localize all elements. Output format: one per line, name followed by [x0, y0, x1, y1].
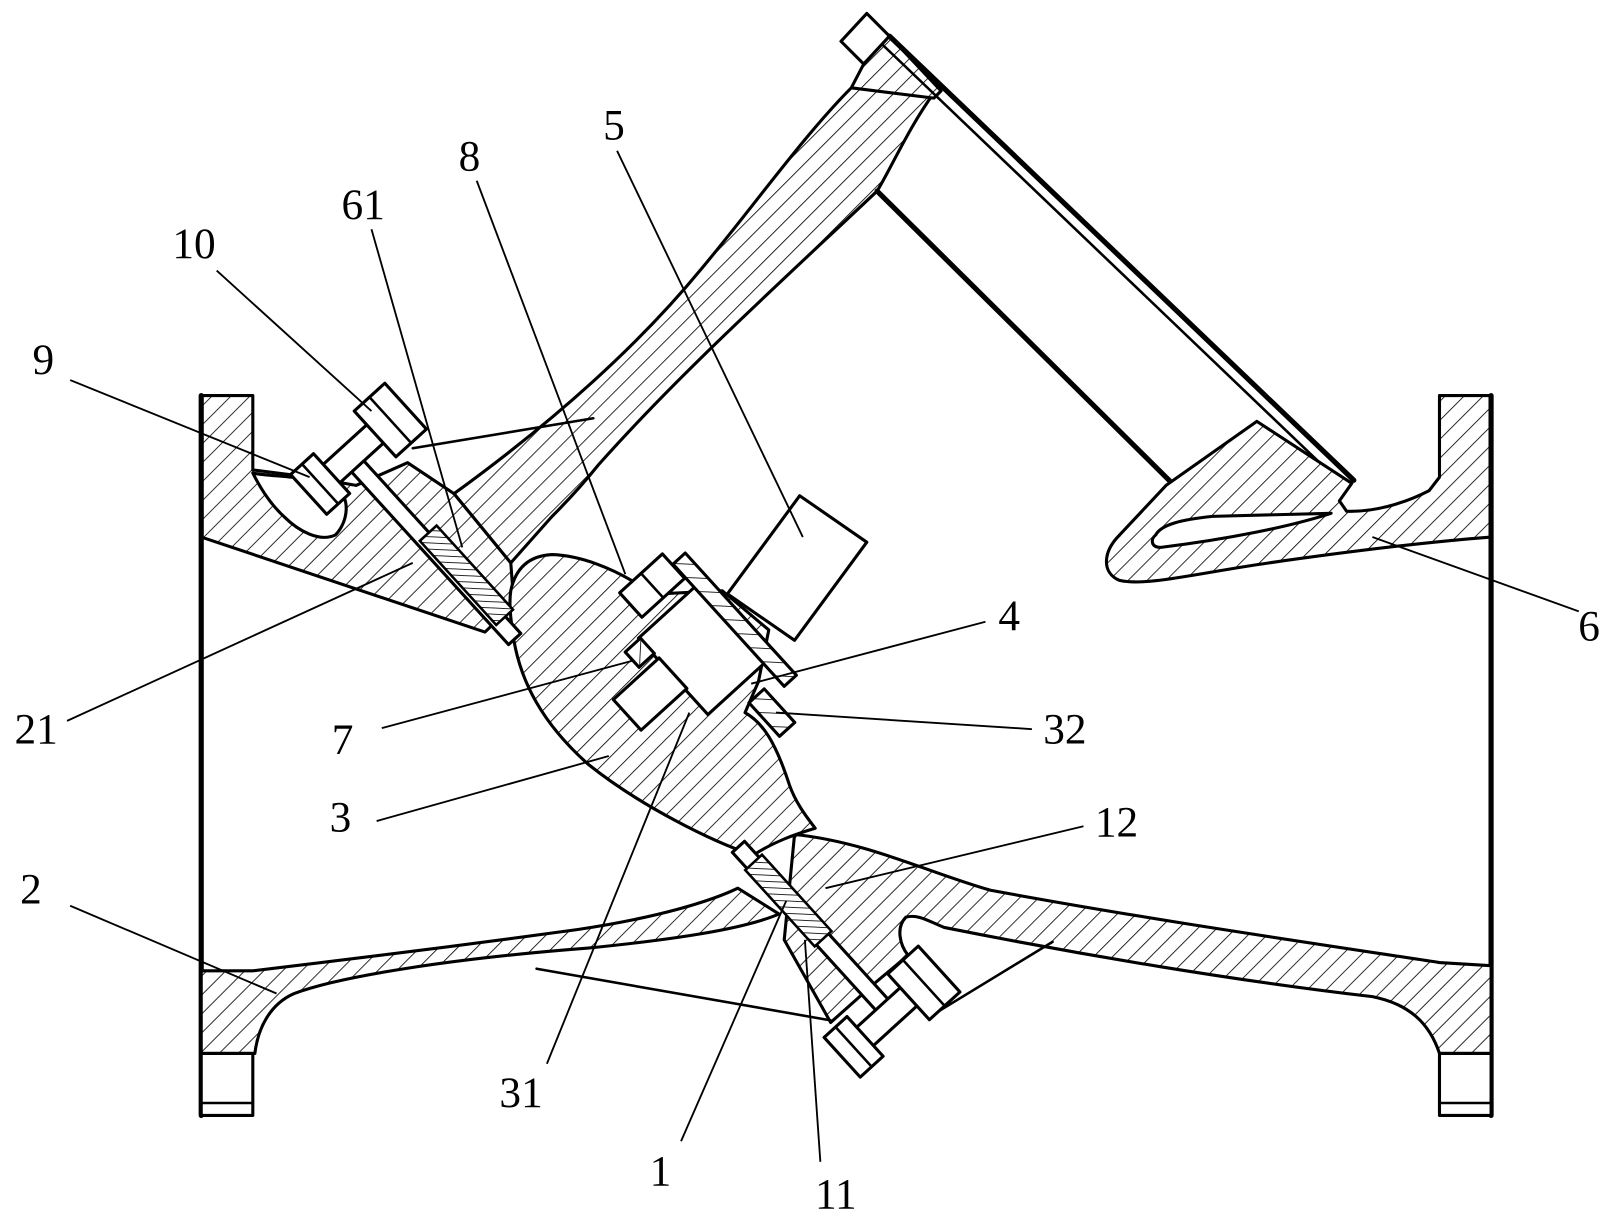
upper-bolt-nut-edge — [300, 462, 340, 506]
label-6: 6 — [1578, 602, 1600, 650]
bonnet-flange-face-outer — [886, 33, 1357, 483]
upper-bolt-assembly — [289, 381, 428, 516]
upper-bolt-head-edge — [368, 395, 413, 445]
label-4: 4 — [998, 592, 1020, 640]
leader-line-8 — [475, 180, 627, 575]
leader-line-12 — [825, 825, 1084, 890]
label-3: 3 — [330, 793, 352, 841]
lower-rib-outline-left — [535, 967, 832, 1022]
lower-rib-outline-right — [932, 940, 1054, 1016]
body-left-upper-wall — [199, 394, 516, 634]
label-7: 7 — [332, 716, 354, 764]
bonnet-left-wall — [452, 86, 936, 565]
label-12: 12 — [1095, 799, 1138, 847]
bottom-disc-bolt-head — [611, 656, 689, 732]
leader-line-3 — [376, 755, 610, 822]
lower-bolt-assembly — [822, 944, 962, 1079]
leader-line-7 — [381, 660, 632, 730]
label-31: 31 — [499, 1069, 542, 1117]
leader-line-1 — [680, 900, 788, 1142]
leader-line-5 — [616, 150, 804, 538]
body-right-lower-wall — [782, 832, 1493, 1055]
bonnet-inner-bore — [874, 188, 1177, 488]
label-1: 1 — [650, 1148, 672, 1196]
lower-seal-gasket — [743, 852, 834, 949]
label-32: 32 — [1043, 706, 1086, 754]
label-5: 5 — [603, 101, 625, 149]
leader-line-9 — [69, 379, 310, 479]
leader-line-32 — [775, 711, 1032, 731]
label-8: 8 — [459, 132, 481, 180]
clamp-plate — [671, 551, 798, 688]
disc-nut — [623, 636, 656, 669]
left-flange-stud — [199, 1051, 255, 1117]
rib-outline — [411, 416, 595, 450]
right-upper-pocket — [1150, 511, 1333, 549]
swing-arm — [725, 494, 869, 642]
lower-bolt-head-edge — [901, 958, 946, 1008]
leader-line-21 — [66, 562, 414, 722]
label-61: 61 — [342, 181, 385, 229]
top-disc-bolt — [618, 552, 687, 619]
right-flange-stud — [1437, 1051, 1493, 1117]
label-10: 10 — [172, 220, 215, 268]
leader-line-6 — [1372, 536, 1580, 613]
bonnet-flange-face-inner — [882, 44, 1347, 489]
label-21: 21 — [14, 706, 57, 754]
leader-line-31 — [546, 712, 691, 1065]
label-11: 11 — [815, 1170, 857, 1218]
upper-seal-gasket — [417, 523, 515, 627]
top-disc-bolt-edge — [639, 572, 665, 600]
spacer-block — [747, 687, 797, 738]
leader-line-11 — [803, 939, 822, 1162]
lower-bolt-nut-edge — [834, 1025, 873, 1069]
leader-line-4 — [750, 620, 986, 685]
label-2: 2 — [20, 866, 42, 914]
leader-line-61 — [370, 229, 464, 548]
leader-line-10 — [216, 269, 373, 412]
body-left-lower-wall — [199, 886, 781, 1055]
label-9: 9 — [33, 336, 55, 384]
leader-line-2 — [69, 904, 277, 995]
